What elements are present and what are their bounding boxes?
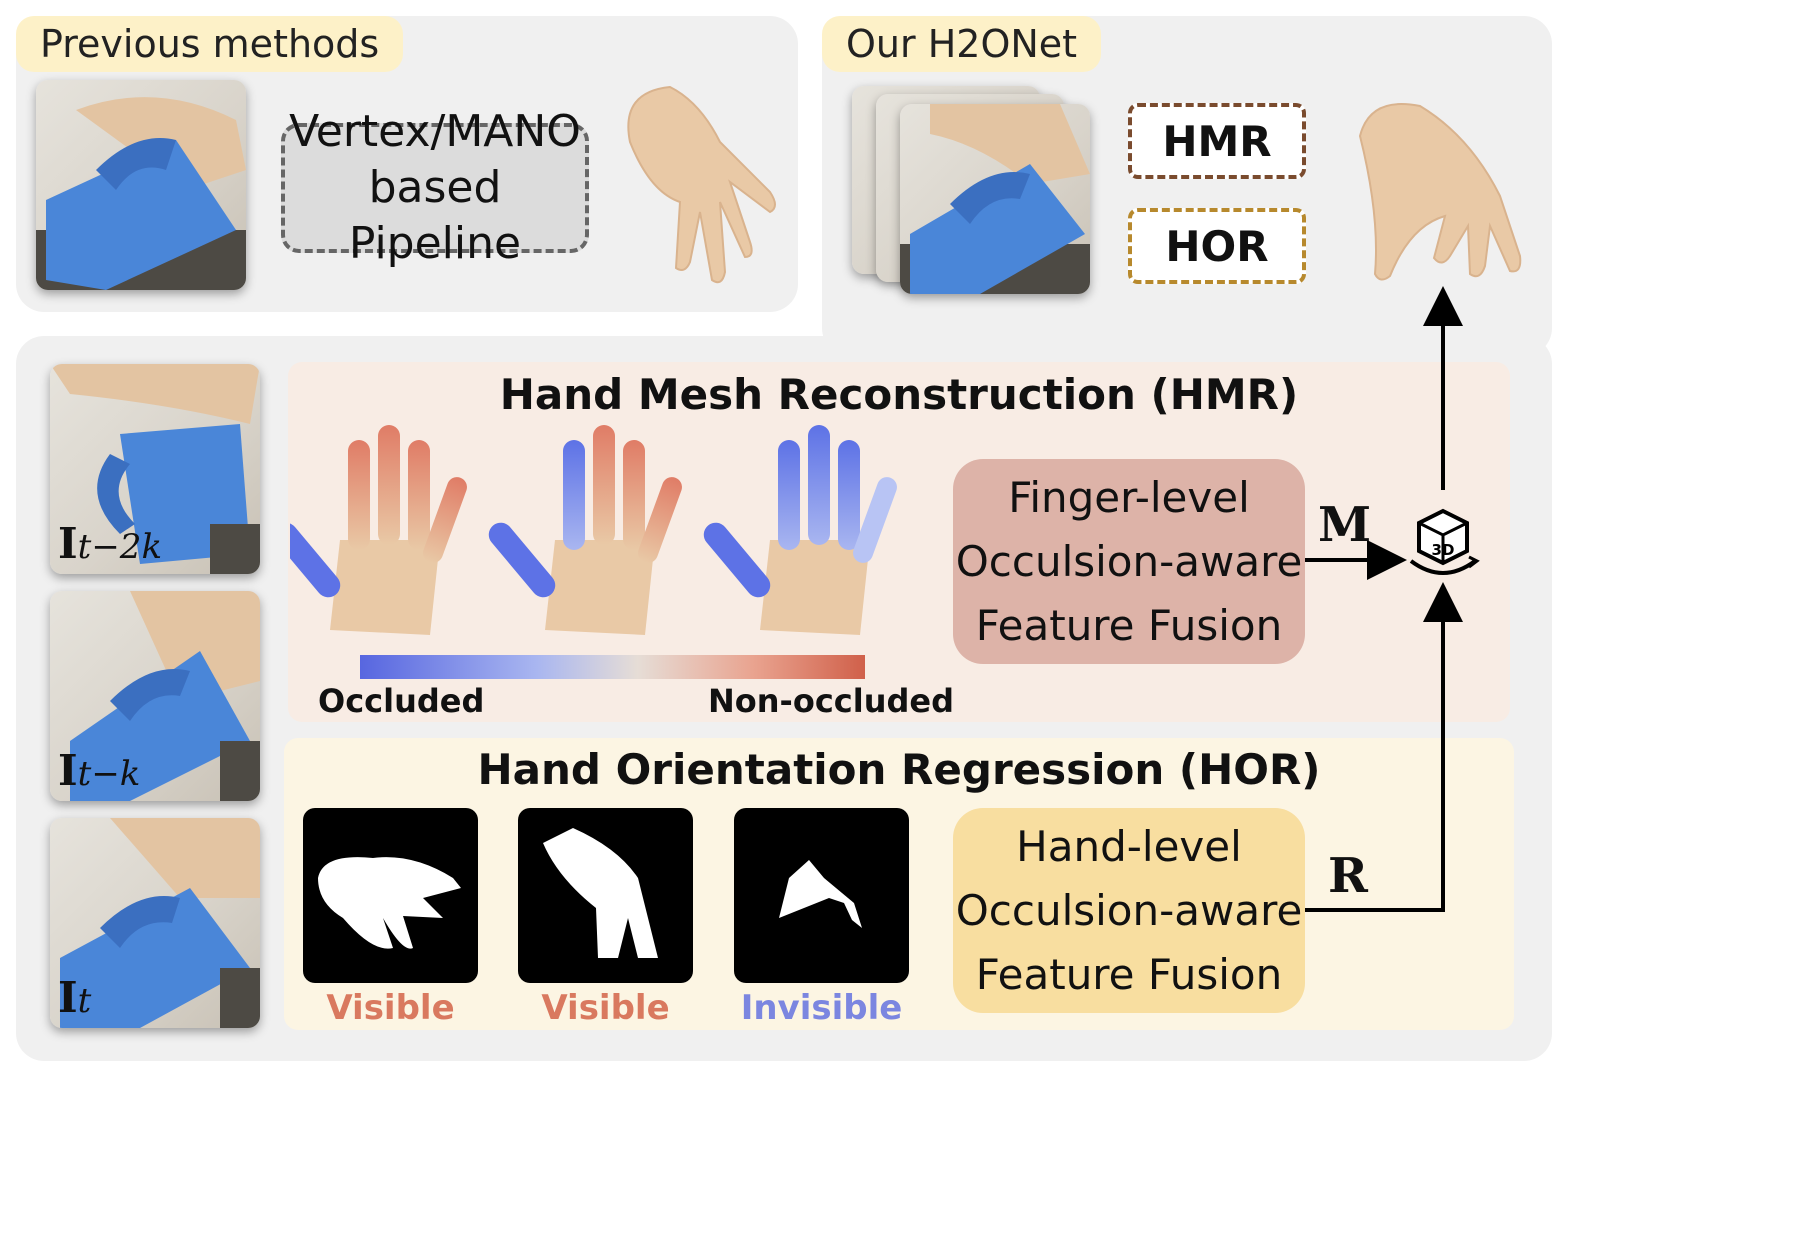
hand-fusion-line-1: Hand-level	[1016, 821, 1242, 871]
hand-level-fusion-box: Hand-level Occulsion-aware Feature Fusio…	[953, 808, 1305, 1013]
occlusion-colorbar	[360, 655, 865, 679]
hand-mask-2	[518, 808, 693, 983]
input-frame-t-2k: It−2k	[50, 364, 260, 574]
previous-input-photo	[36, 80, 246, 290]
svg-text:3D: 3D	[1432, 541, 1455, 559]
finger-fusion-line-1: Finger-level	[1008, 472, 1250, 522]
jug-image	[36, 97, 246, 290]
h2onet-tag: Our H2ONet	[822, 16, 1102, 72]
jug-image	[60, 818, 260, 1028]
finger-fusion-line-2: Occulsion-aware	[955, 536, 1303, 586]
input-frame-t: It	[50, 818, 260, 1028]
colorbar-label-left: Occluded	[318, 682, 485, 720]
pipeline-line-1: Vertex/MANO	[289, 106, 581, 157]
finger-level-fusion-box: Finger-level Occulsion-aware Feature Fus…	[953, 459, 1305, 664]
hand-mask-1	[303, 808, 478, 983]
jug-image	[70, 591, 260, 801]
stacked-frame-1	[900, 104, 1090, 294]
r-arrow-label: R	[1328, 848, 1368, 904]
hand-occlusion-maps	[290, 425, 897, 635]
colorbar-label-right: Non-occluded	[708, 682, 955, 720]
vertex-mano-pipeline-box: Vertex/MANO based Pipeline	[281, 106, 589, 269]
mask-label-1: Visible	[326, 988, 455, 1028]
hor-section-title: Hand Orientation Regression (HOR)	[477, 745, 1321, 794]
hand-map-3	[703, 425, 897, 635]
previous-hand-mesh	[627, 85, 776, 284]
previous-methods-tag: Previous methods	[16, 16, 404, 72]
mask-label-2: Visible	[541, 988, 670, 1028]
hand-fusion-line-2: Occulsion-aware	[955, 885, 1303, 935]
frame-label-t: It	[58, 973, 92, 1022]
hand-map-2	[488, 425, 682, 635]
hand-map-1	[290, 425, 467, 635]
jug-image	[50, 364, 260, 574]
frame-label-t-2k: It−2k	[58, 519, 163, 568]
input-frame-t-k: It−k	[50, 591, 260, 801]
frame-label-t-k: It−k	[58, 746, 141, 795]
finger-fusion-line-3: Feature Fusion	[975, 600, 1283, 650]
output-hand-mesh	[1358, 103, 1522, 281]
hand-mask-3	[734, 808, 909, 983]
pipeline-line-2: based Pipeline	[348, 162, 522, 269]
hmr-section-title: Hand Mesh Reconstruction (HMR)	[499, 370, 1299, 419]
jug-image	[900, 104, 1090, 294]
m-arrow-label: M	[1318, 497, 1372, 553]
hmr-module-box: HMR	[1128, 103, 1306, 179]
rotate-3d-icon: 3D	[1409, 508, 1480, 575]
hor-module-box: HOR	[1128, 208, 1306, 284]
mask-label-3: Invisible	[740, 988, 903, 1028]
hand-fusion-line-3: Feature Fusion	[975, 949, 1283, 999]
